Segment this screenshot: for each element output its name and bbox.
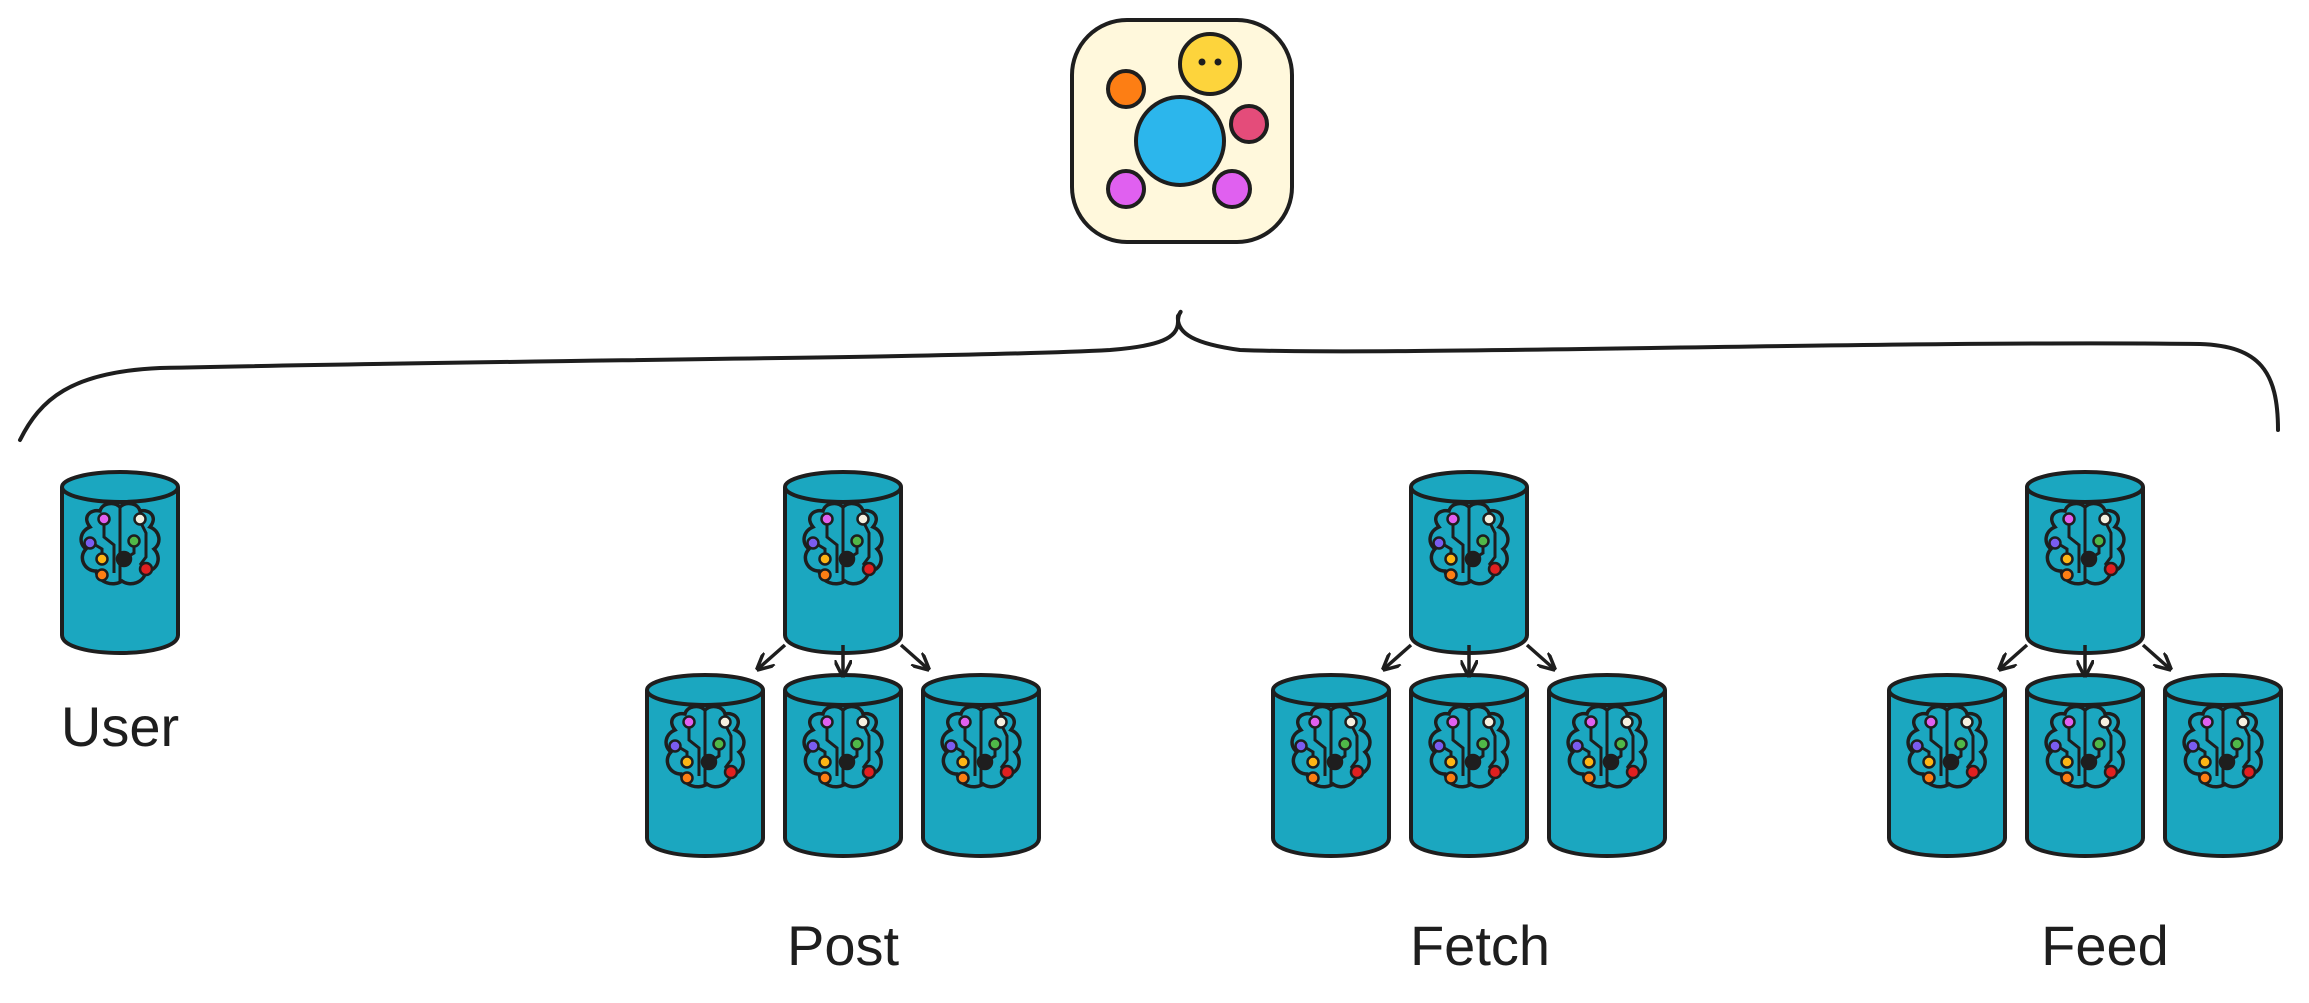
hub-pink-node	[1229, 104, 1269, 144]
hub-face-node	[1178, 32, 1242, 96]
arrow-to-child-3	[2141, 643, 2169, 668]
brain-database-icon	[2025, 673, 2145, 858]
group-label-post: Post	[787, 914, 899, 977]
brain-database-icon	[1409, 673, 1529, 858]
arrow-to-child-3	[899, 643, 927, 668]
brain-database-icon	[2163, 673, 2283, 858]
service-hub-icon	[1070, 18, 1294, 244]
brain-database-icon	[2025, 470, 2145, 655]
group-label-feed: Feed	[2041, 914, 2169, 977]
group-feed: Feed	[1887, 470, 2283, 977]
brain-database-icon	[1409, 470, 1529, 655]
arrow-to-child-1	[759, 643, 787, 668]
group-post: Post	[645, 470, 1041, 977]
arrow-to-child-1	[1385, 643, 1413, 668]
hub-orange-node	[1106, 69, 1146, 109]
hub-center-node	[1134, 95, 1226, 187]
brain-database-icon	[645, 673, 765, 858]
brain-database-icon	[1887, 673, 2007, 858]
brain-database-icon	[1271, 673, 1391, 858]
brain-database-icon	[921, 673, 1041, 858]
grouping-brace	[18, 309, 2280, 442]
brain-database-icon	[1547, 673, 1667, 858]
hub-violet-node-right	[1212, 169, 1252, 209]
brain-database-icon	[60, 470, 180, 655]
group-user: User	[60, 470, 180, 758]
group-fetch: Fetch	[1271, 470, 1667, 977]
brain-database-icon	[783, 673, 903, 858]
arrow-to-child-3	[1525, 643, 1553, 668]
group-label-user: User	[61, 695, 179, 758]
arrow-to-child-1	[2001, 643, 2029, 668]
hub-violet-node-left	[1106, 169, 1146, 209]
brain-database-icon	[783, 470, 903, 655]
group-label-fetch: Fetch	[1410, 914, 1550, 977]
